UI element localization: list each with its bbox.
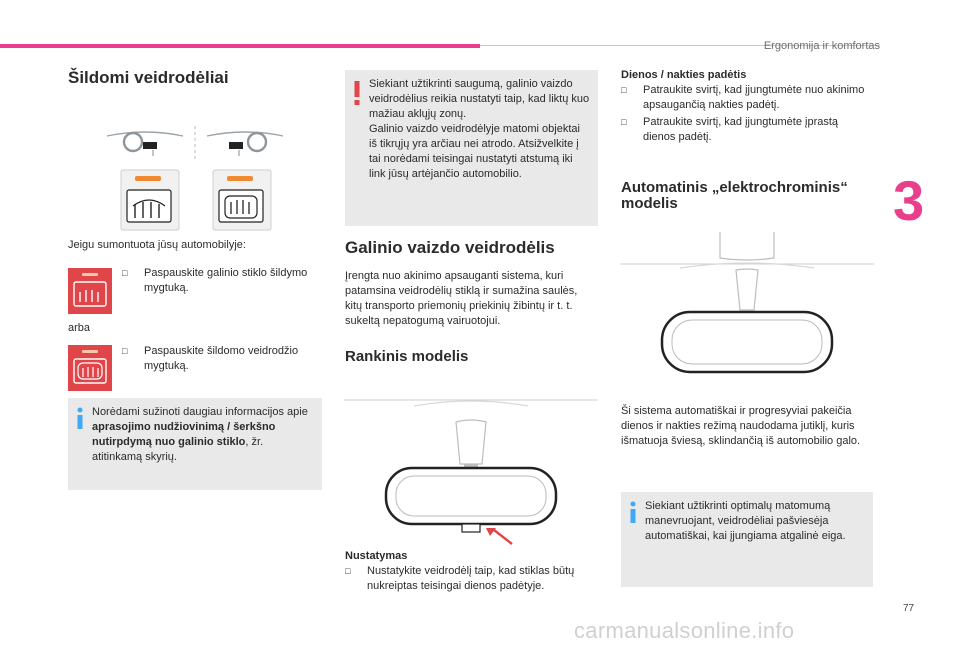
heated-mirror-button-icon	[68, 345, 112, 391]
step-rear-defrost: □ Paspauskite galinio stiklo šildymo myg…	[122, 267, 308, 294]
step-night: □ Patraukite svirtį, kad įjungtumėte nuo…	[621, 84, 865, 111]
warning-text: Siekiant užtikrinti saugumą, galinio vai…	[369, 78, 590, 180]
section-title-rearview-mirror: Galinio vaizdo veidrodėlis	[345, 238, 555, 257]
step-day: □ Patraukite svirtį, kad įjungtumėte įpr…	[621, 116, 839, 143]
header-rule	[480, 45, 880, 46]
heated-mirrors-illustration	[106, 126, 284, 231]
bullet-marker-icon: □	[122, 268, 128, 278]
section-title-heated-mirrors: Šildomi veidrodėliai	[68, 68, 229, 87]
warning-note: Siekiant užtikrinti saugumą, galinio vai…	[345, 70, 598, 226]
subtitle-manual-model: Rankinis modelis	[345, 348, 469, 365]
chapter-title: Ergonomija ir komfortas	[763, 40, 880, 52]
info-icon	[77, 407, 83, 429]
subtitle-auto-model: Automatinis „elektrochrominis“ modelis	[621, 179, 848, 212]
warning-icon	[354, 81, 360, 105]
bullet-marker-icon: □	[621, 85, 627, 95]
manual-mirror-illustration	[344, 399, 598, 545]
info-note-reverse: Siekiant užtikrinti optimalų matomumą ma…	[621, 492, 873, 587]
rear-defrost-button-icon	[68, 268, 112, 314]
intro-text: Jeigu sumontuota jūsų automobilyje:	[68, 239, 246, 251]
rearview-intro: Įrengta nuo akinimo apsauganti sistema, …	[345, 270, 578, 327]
auto-description: Ši sistema automatiškai ir progresyviai …	[621, 405, 861, 447]
chapter-number: 3	[893, 169, 925, 232]
page-number: 77	[903, 603, 915, 614]
day-night-title: Dienos / nakties padėtis	[621, 69, 747, 81]
bullet-marker-icon: □	[122, 346, 128, 356]
info-note-reverse-text: Siekiant užtikrinti optimalų matomumą ma…	[645, 500, 846, 542]
auto-mirror-illustration	[620, 232, 874, 374]
header-accent-bar	[0, 44, 480, 48]
step-heated-mirror: □ Paspauskite šildomo veidrodžio mygtuką…	[122, 345, 299, 372]
info-icon	[630, 501, 636, 523]
adjust-title: Nustatymas	[345, 550, 408, 562]
bullet-marker-icon: □	[345, 566, 351, 576]
bullet-marker-icon: □	[621, 117, 627, 127]
info-note-defrost: Norėdami sužinoti daugiau informacijos a…	[68, 398, 322, 490]
or-text: arba	[68, 322, 91, 334]
step-adjust: □ Nustatykite veidrodėlį taip, kad stikl…	[345, 565, 575, 592]
info-note-text: Norėdami sužinoti daugiau informacijos a…	[92, 406, 308, 463]
watermark: carmanualsonline.info	[574, 618, 795, 643]
